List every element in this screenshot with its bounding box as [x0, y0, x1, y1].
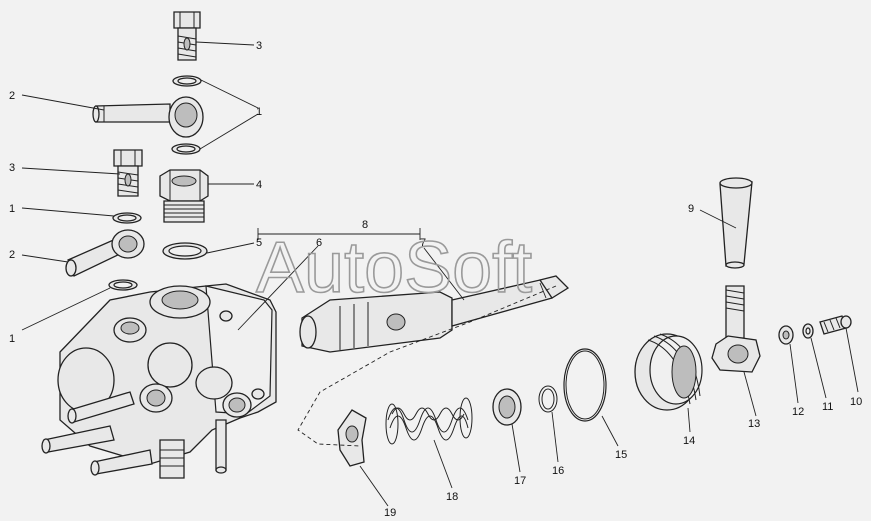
banjo-bolt-top — [173, 11, 201, 61]
callout-9: 9 — [688, 203, 694, 215]
ring-16 — [538, 385, 558, 413]
lock-washer-11 — [802, 323, 814, 339]
valve-housing — [41, 283, 277, 479]
washer-top-1 — [172, 75, 202, 87]
spring-18 — [385, 397, 473, 445]
callout-10: 10 — [850, 396, 862, 408]
o-ring-15 — [563, 348, 607, 422]
clip-19 — [337, 409, 367, 467]
callout-1-top: 1 — [256, 106, 262, 118]
callout-6: 6 — [316, 237, 322, 249]
leader-lines — [21, 41, 859, 507]
banjo-fitting-top — [92, 96, 204, 138]
callout-7: 7 — [420, 237, 426, 249]
callout-11: 11 — [822, 401, 833, 413]
washer-top-2 — [171, 143, 201, 155]
watermark: AutoSoft — [256, 228, 532, 308]
cap-14 — [634, 333, 703, 411]
bushing-17 — [492, 388, 522, 426]
sealing-ring — [162, 242, 208, 260]
banjo-bolt-middle — [113, 149, 143, 197]
callout-14: 14 — [683, 435, 695, 447]
lever-knob — [719, 177, 753, 269]
lever-arm — [711, 285, 761, 373]
callout-1-middle: 1 — [9, 203, 15, 215]
callout-8: 8 — [362, 219, 368, 231]
callout-3-middle: 3 — [9, 162, 15, 174]
callout-18: 18 — [446, 491, 458, 503]
callout-15: 15 — [615, 449, 627, 461]
callout-5: 5 — [256, 237, 262, 249]
callout-17: 17 — [514, 475, 526, 487]
callout-3-top: 3 — [256, 40, 262, 52]
assembly-axis-line — [297, 285, 557, 447]
valve-spool — [299, 275, 570, 353]
banjo-fitting-lower — [65, 229, 145, 277]
callout-labels: 3 2 1 3 4 1 2 5 1 8 6 7 9 12 11 10 13 14… — [9, 40, 862, 519]
plug-nut — [159, 169, 209, 223]
washer-middle — [112, 212, 142, 224]
callout-19: 19 — [384, 507, 396, 519]
callout-16: 16 — [552, 465, 564, 477]
callout-2-top: 2 — [9, 90, 15, 102]
callout-2-lower: 2 — [9, 249, 15, 261]
washer-12 — [778, 325, 794, 345]
callout-12: 12 — [792, 406, 804, 418]
washer-lower — [108, 279, 138, 291]
callout-4: 4 — [256, 179, 262, 191]
callout-1-lower: 1 — [9, 333, 15, 345]
callout-13: 13 — [748, 418, 760, 430]
